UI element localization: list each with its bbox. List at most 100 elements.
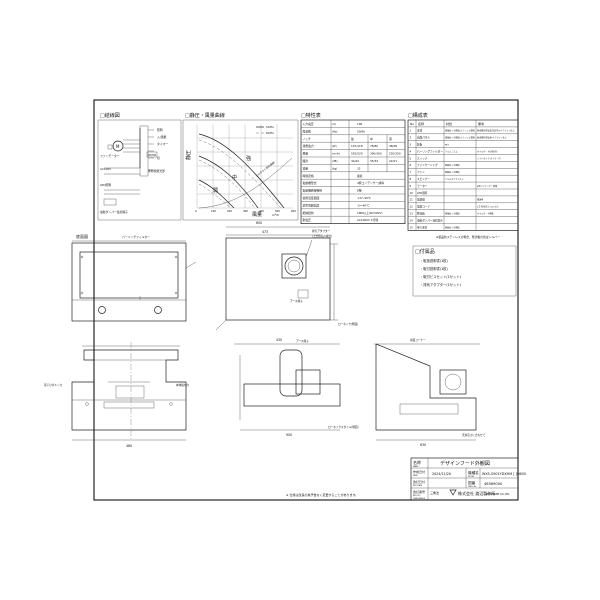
led-light — [154, 306, 162, 314]
model-label: 機種名 — [468, 470, 479, 475]
part-no: 3 — [410, 143, 412, 147]
part-material: アルミニウム — [445, 149, 457, 153]
spec-value-strong: 107/118 — [351, 144, 363, 148]
spec-row: 質量(kg)32 — [303, 166, 361, 170]
drawing-name: デザインフード外観図 — [440, 460, 490, 467]
model-label-en: MODEL — [468, 476, 475, 478]
accessory-item: ・取付ビスセット(1セット) — [420, 274, 461, 279]
part-no: 8 — [410, 177, 412, 181]
part-material: 亜鉛めっき鋼板 — [445, 170, 460, 174]
spec-value: 4極コンデンサー誘導 — [357, 181, 384, 185]
part-note: 耐食鋼外部塗装/ヘアライン仕上 — [477, 136, 507, 140]
company-name: 株式会社 渡辺製作所 — [458, 490, 495, 496]
part-name: スピンナー — [417, 177, 430, 181]
curve-label-weak: 弱 — [213, 188, 218, 194]
created-label: 作成日付 — [413, 469, 425, 474]
wiring-label-ir: 赤外線受光部 — [148, 169, 165, 173]
drawing-no-label: 図番 — [468, 480, 476, 485]
spec-row: 周波数(Hz)50/60 — [303, 129, 366, 133]
part-note: オイルガード機能 — [477, 212, 494, 216]
x-tick-label: 200 — [227, 209, 232, 213]
led-light — [98, 306, 106, 314]
legend-60hz: 60Hz — [266, 131, 274, 135]
callout-upward: (上方排気の場合) — [312, 234, 332, 238]
part-name: LED照明 — [417, 191, 428, 195]
curve-label-medium: 中 — [232, 174, 237, 181]
part-name: スイッチ — [417, 156, 428, 160]
svg-text:M: M — [116, 144, 120, 149]
part-material: PET — [445, 145, 450, 147]
part-name: 整流板 — [417, 212, 425, 216]
callout-earth: アース端子 — [290, 299, 303, 303]
bottom-view-label: 底面図 — [76, 233, 88, 239]
hood-side-outline — [243, 383, 341, 407]
airflow-title: □静圧・風量曲線 — [185, 112, 225, 119]
name-label-en: NAME — [413, 465, 419, 468]
part-no: 6 — [410, 163, 412, 167]
spec-value: 50/60 — [357, 129, 365, 133]
part-no: 10 — [410, 191, 414, 195]
hood-front-outline — [71, 349, 187, 431]
fan-motor-symbol — [112, 140, 124, 152]
part-no: 5 — [410, 156, 412, 160]
spec-label: 入力電圧 — [303, 122, 314, 126]
x-tick-label: 100 — [211, 209, 216, 213]
spec-value-weak: 48/48 — [389, 144, 397, 148]
revised-label: 改訂日付 — [413, 479, 425, 484]
created-date: 2024/11/20 — [432, 472, 451, 476]
part-name: 本体 — [417, 129, 423, 133]
part-material: 溶融めっき鋼板/ステンレス鋼板 — [445, 136, 475, 140]
curve-weak — [198, 179, 235, 209]
part-note: ソフトタッチ タイマー付 — [477, 156, 501, 160]
drawing-no-label-en: DWG. No — [468, 486, 476, 488]
filter-outline — [79, 251, 179, 299]
callout-hanging-bolt: 吊下げボルト穴 — [44, 383, 63, 387]
spec-unit: (m³/h) — [332, 152, 340, 156]
airflow-ylabel: 静圧 — [185, 150, 192, 160]
part-no: 12 — [410, 205, 414, 209]
curve-strong — [198, 133, 285, 209]
part-no: 14 — [410, 218, 414, 222]
filter-callout: パーリングフィルター — [122, 235, 150, 239]
part-material: 亜鉛めっき鋼板 — [445, 163, 460, 167]
bottom-view: 底面図 パーリングフィルター — [71, 233, 197, 322]
spec-value-weak: 弱 — [389, 137, 392, 141]
parts-row: 5 スイッチ ソフトタッチ タイマー付 — [410, 156, 501, 160]
wiring-label-ac100v: AC100V — [100, 167, 111, 171]
curve-label-strong: 強 — [246, 155, 251, 162]
part-name: 吊り金具 — [417, 225, 428, 229]
accessory-item: ・取扱説明書(1枚) — [420, 258, 448, 263]
spec-value-medium: 中 — [370, 137, 373, 141]
part-no: 11 — [410, 198, 414, 202]
hood-right-outline — [375, 343, 477, 431]
parts-note: ※製品色ステンレスの場合、整流板の色はシルバー — [436, 235, 500, 239]
top-view: 600 473 排気アダプター (上方排気の場合) アース端子 ローネック(側面… — [215, 221, 358, 331]
spec-value: 1MΩ以上(DC500V) — [357, 211, 382, 215]
spec-table: □特性表 入力電圧(V)100周波数(Hz)50/60ノッチ強中弱消費電力(W)… — [300, 112, 406, 224]
parts-header: 備考 — [478, 121, 484, 126]
x-tick-label: 0 — [195, 209, 197, 213]
dim-front-width: 900 — [286, 433, 292, 437]
spec-row: 基準周囲温度-5～40℃ — [303, 203, 370, 207]
spec-label: 電動機絶縁種別 — [303, 189, 323, 193]
projection-label-en: THIRD ANGLE — [413, 497, 426, 500]
spec-value-weak: 22/21 — [389, 159, 397, 163]
spec-value: 連続 — [357, 174, 363, 178]
